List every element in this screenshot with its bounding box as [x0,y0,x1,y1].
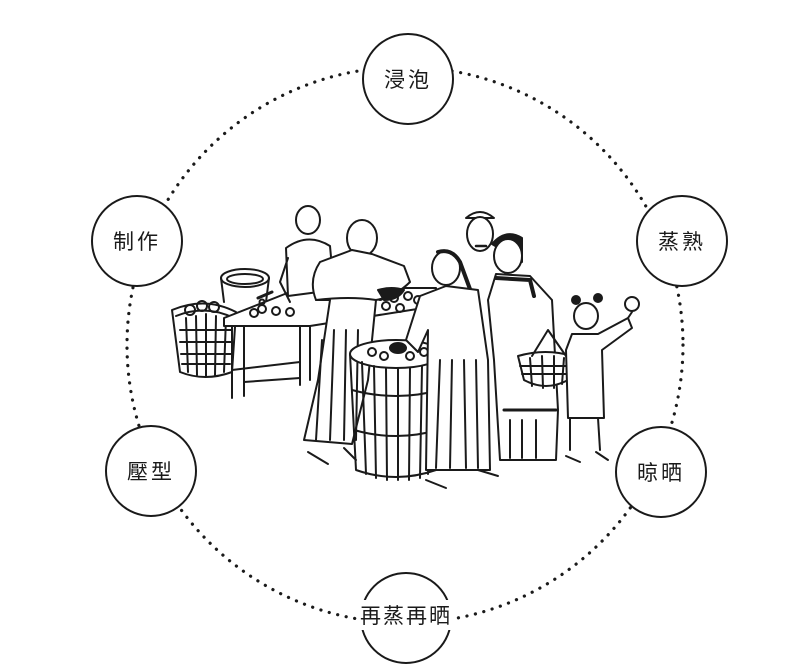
man-with-cap-figure [465,211,495,252]
step-label: 蒸熟 [658,230,706,254]
step-node-soak: 浸泡 [362,33,454,125]
woman-with-braid-figure [405,249,499,489]
center-illustration [171,205,640,489]
woman-in-robe-figure [487,233,559,461]
step-node-make: 制作 [91,195,183,287]
step-label: 晾晒 [637,461,685,485]
tub-illustration [220,268,270,303]
child-figure [565,293,640,463]
step-node-press: 壓型 [105,425,197,517]
step-label: 壓型 [127,460,175,484]
step-label: 制作 [113,230,161,254]
step-node-resteam-redry: 再蒸再晒 [358,572,454,664]
step-node-steam: 蒸熟 [636,195,728,287]
wicker-basket-illustration [171,300,237,378]
step-label: 再蒸再晒 [358,600,454,630]
step-label: 浸泡 [384,68,432,92]
step-node-dry: 晾晒 [615,426,707,518]
hand-basket-illustration [517,329,573,389]
